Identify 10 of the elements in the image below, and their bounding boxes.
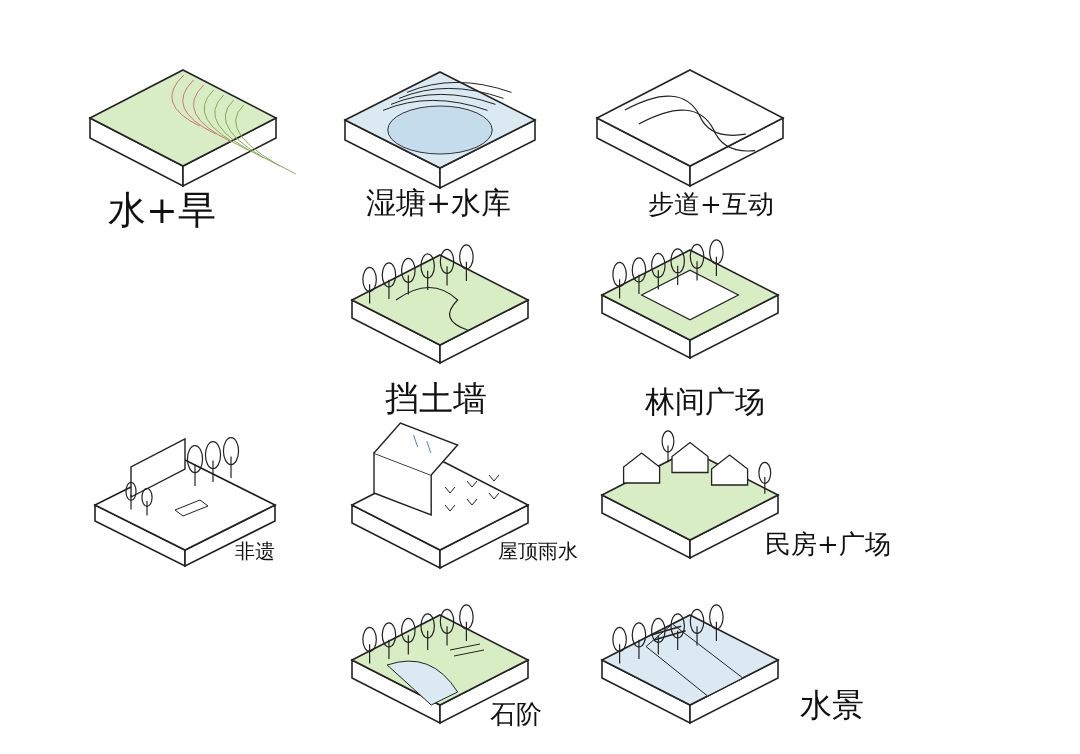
- sketch-caption: 民房+广场: [765, 530, 891, 559]
- sketch-caption: 屋顶雨水: [498, 540, 578, 562]
- sketch-caption: 挡土墙: [385, 380, 487, 418]
- sketch-caption: 水景: [800, 688, 864, 724]
- sketch-caption: 湿塘+水库: [366, 186, 512, 219]
- sketch-caption: 非遗: [235, 540, 275, 562]
- sketch-caption: 石阶: [490, 700, 542, 729]
- sketch-caption: 步道+互动: [648, 190, 774, 219]
- sketch-caption: 水+旱: [108, 190, 216, 232]
- sketch-caption: 林间广场: [645, 385, 765, 418]
